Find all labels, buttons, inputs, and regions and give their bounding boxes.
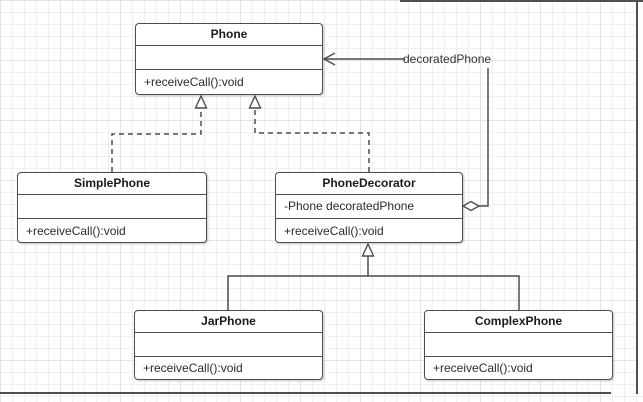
- generalization-line: [368, 275, 520, 310]
- open-arrowhead-icon: [322, 52, 336, 66]
- class-box-jarphone[interactable]: JarPhone +receiveCall():void: [134, 310, 323, 380]
- class-attributes: [425, 333, 612, 357]
- class-attributes: [136, 46, 322, 70]
- association-label-decoratedphone: decoratedPhone: [403, 52, 492, 66]
- class-box-phonedecorator[interactable]: PhoneDecorator -Phone decoratedPhone +re…: [275, 172, 463, 243]
- generalization-shared-stem[interactable]: [361, 242, 375, 276]
- realization-line: [254, 108, 370, 172]
- association-line-vertical: [479, 68, 489, 207]
- generalization-jarphone-to-phonedecorator[interactable]: [227, 275, 368, 310]
- class-methods: +receiveCall():void: [143, 361, 243, 375]
- class-name: SimplePhone: [18, 173, 206, 195]
- hollow-triangle-arrowhead-icon: [248, 94, 262, 109]
- canvas-top-edge-line: [400, 0, 643, 2]
- class-methods: +receiveCall():void: [284, 223, 384, 238]
- realization-line: [111, 108, 202, 172]
- class-methods: +receiveCall():void: [26, 223, 126, 238]
- class-attributes: -Phone decoratedPhone: [276, 195, 462, 219]
- class-methods: +receiveCall():void: [144, 75, 244, 89]
- class-name: Phone: [136, 24, 322, 46]
- hollow-diamond-icon: [461, 200, 481, 212]
- realization-simplephone-to-phone[interactable]: [111, 94, 208, 172]
- generalization-line: [227, 275, 368, 310]
- class-name: ComplexPhone: [425, 311, 612, 333]
- generalization-complexphone-to-phonedecorator[interactable]: [368, 275, 520, 310]
- class-name: PhoneDecorator: [276, 173, 462, 195]
- class-box-simplephone[interactable]: SimplePhone +receiveCall():void: [17, 172, 207, 243]
- canvas-bottom-edge-line: [0, 392, 611, 394]
- realization-phonedecorator-to-phone[interactable]: [248, 94, 370, 172]
- canvas-right-edge-line: [636, 0, 638, 394]
- class-attributes: [135, 333, 322, 357]
- hollow-triangle-arrowhead-icon: [194, 94, 208, 109]
- class-methods: +receiveCall():void: [433, 361, 533, 375]
- canvas-right-margin: [638, 0, 643, 394]
- hollow-triangle-arrowhead-icon: [361, 242, 375, 257]
- class-name: JarPhone: [135, 311, 322, 333]
- class-attributes: [18, 195, 206, 219]
- class-box-complexphone[interactable]: ComplexPhone +receiveCall():void: [424, 310, 613, 380]
- class-box-phone[interactable]: Phone +receiveCall():void: [135, 23, 323, 95]
